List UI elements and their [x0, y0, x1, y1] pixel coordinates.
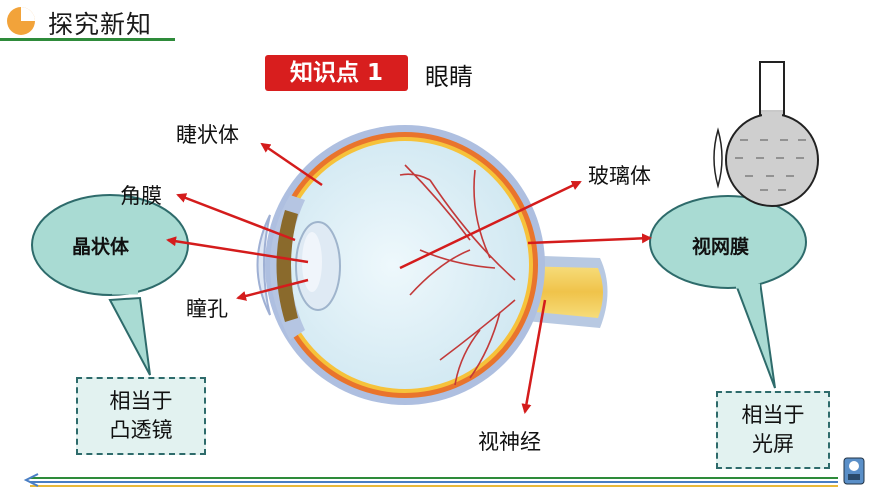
box-left-line1: 相当于 — [109, 389, 173, 413]
label-vitreous-body: 玻璃体 — [588, 164, 651, 188]
pie-icon — [7, 7, 35, 35]
pointer-arrows — [166, 142, 652, 414]
label-ciliary-body: 睫状体 — [176, 123, 239, 147]
flask-illustration — [713, 61, 819, 207]
box-right-line1: 相当于 — [741, 403, 805, 427]
header-bar: 探究新知 — [0, 0, 870, 44]
label-cornea: 角膜 — [120, 184, 162, 208]
eyeball — [256, 125, 545, 405]
header-underline — [0, 38, 175, 41]
box-light-screen: 相当于 光屏 — [716, 391, 830, 469]
page-title: 探究新知 — [48, 10, 153, 39]
bubble-label-retina: 视网膜 — [692, 236, 750, 258]
mascot-icon — [843, 457, 865, 485]
label-pupil: 瞳孔 — [186, 297, 228, 321]
knowledge-point-badge: 知识点 1 — [265, 55, 408, 91]
retina-bubble — [649, 195, 807, 389]
box-left-line2: 凸透镜 — [109, 418, 173, 442]
bottom-progress-line — [23, 473, 838, 487]
box-convex-lens: 相当于 凸透镜 — [76, 377, 206, 455]
topic-title: 眼睛 — [425, 63, 473, 91]
box-right-line2: 光屏 — [752, 432, 794, 456]
bubble-label-lens: 晶状体 — [72, 236, 130, 258]
label-optic-nerve: 视神经 — [478, 430, 541, 454]
lens-bubble — [31, 194, 189, 376]
